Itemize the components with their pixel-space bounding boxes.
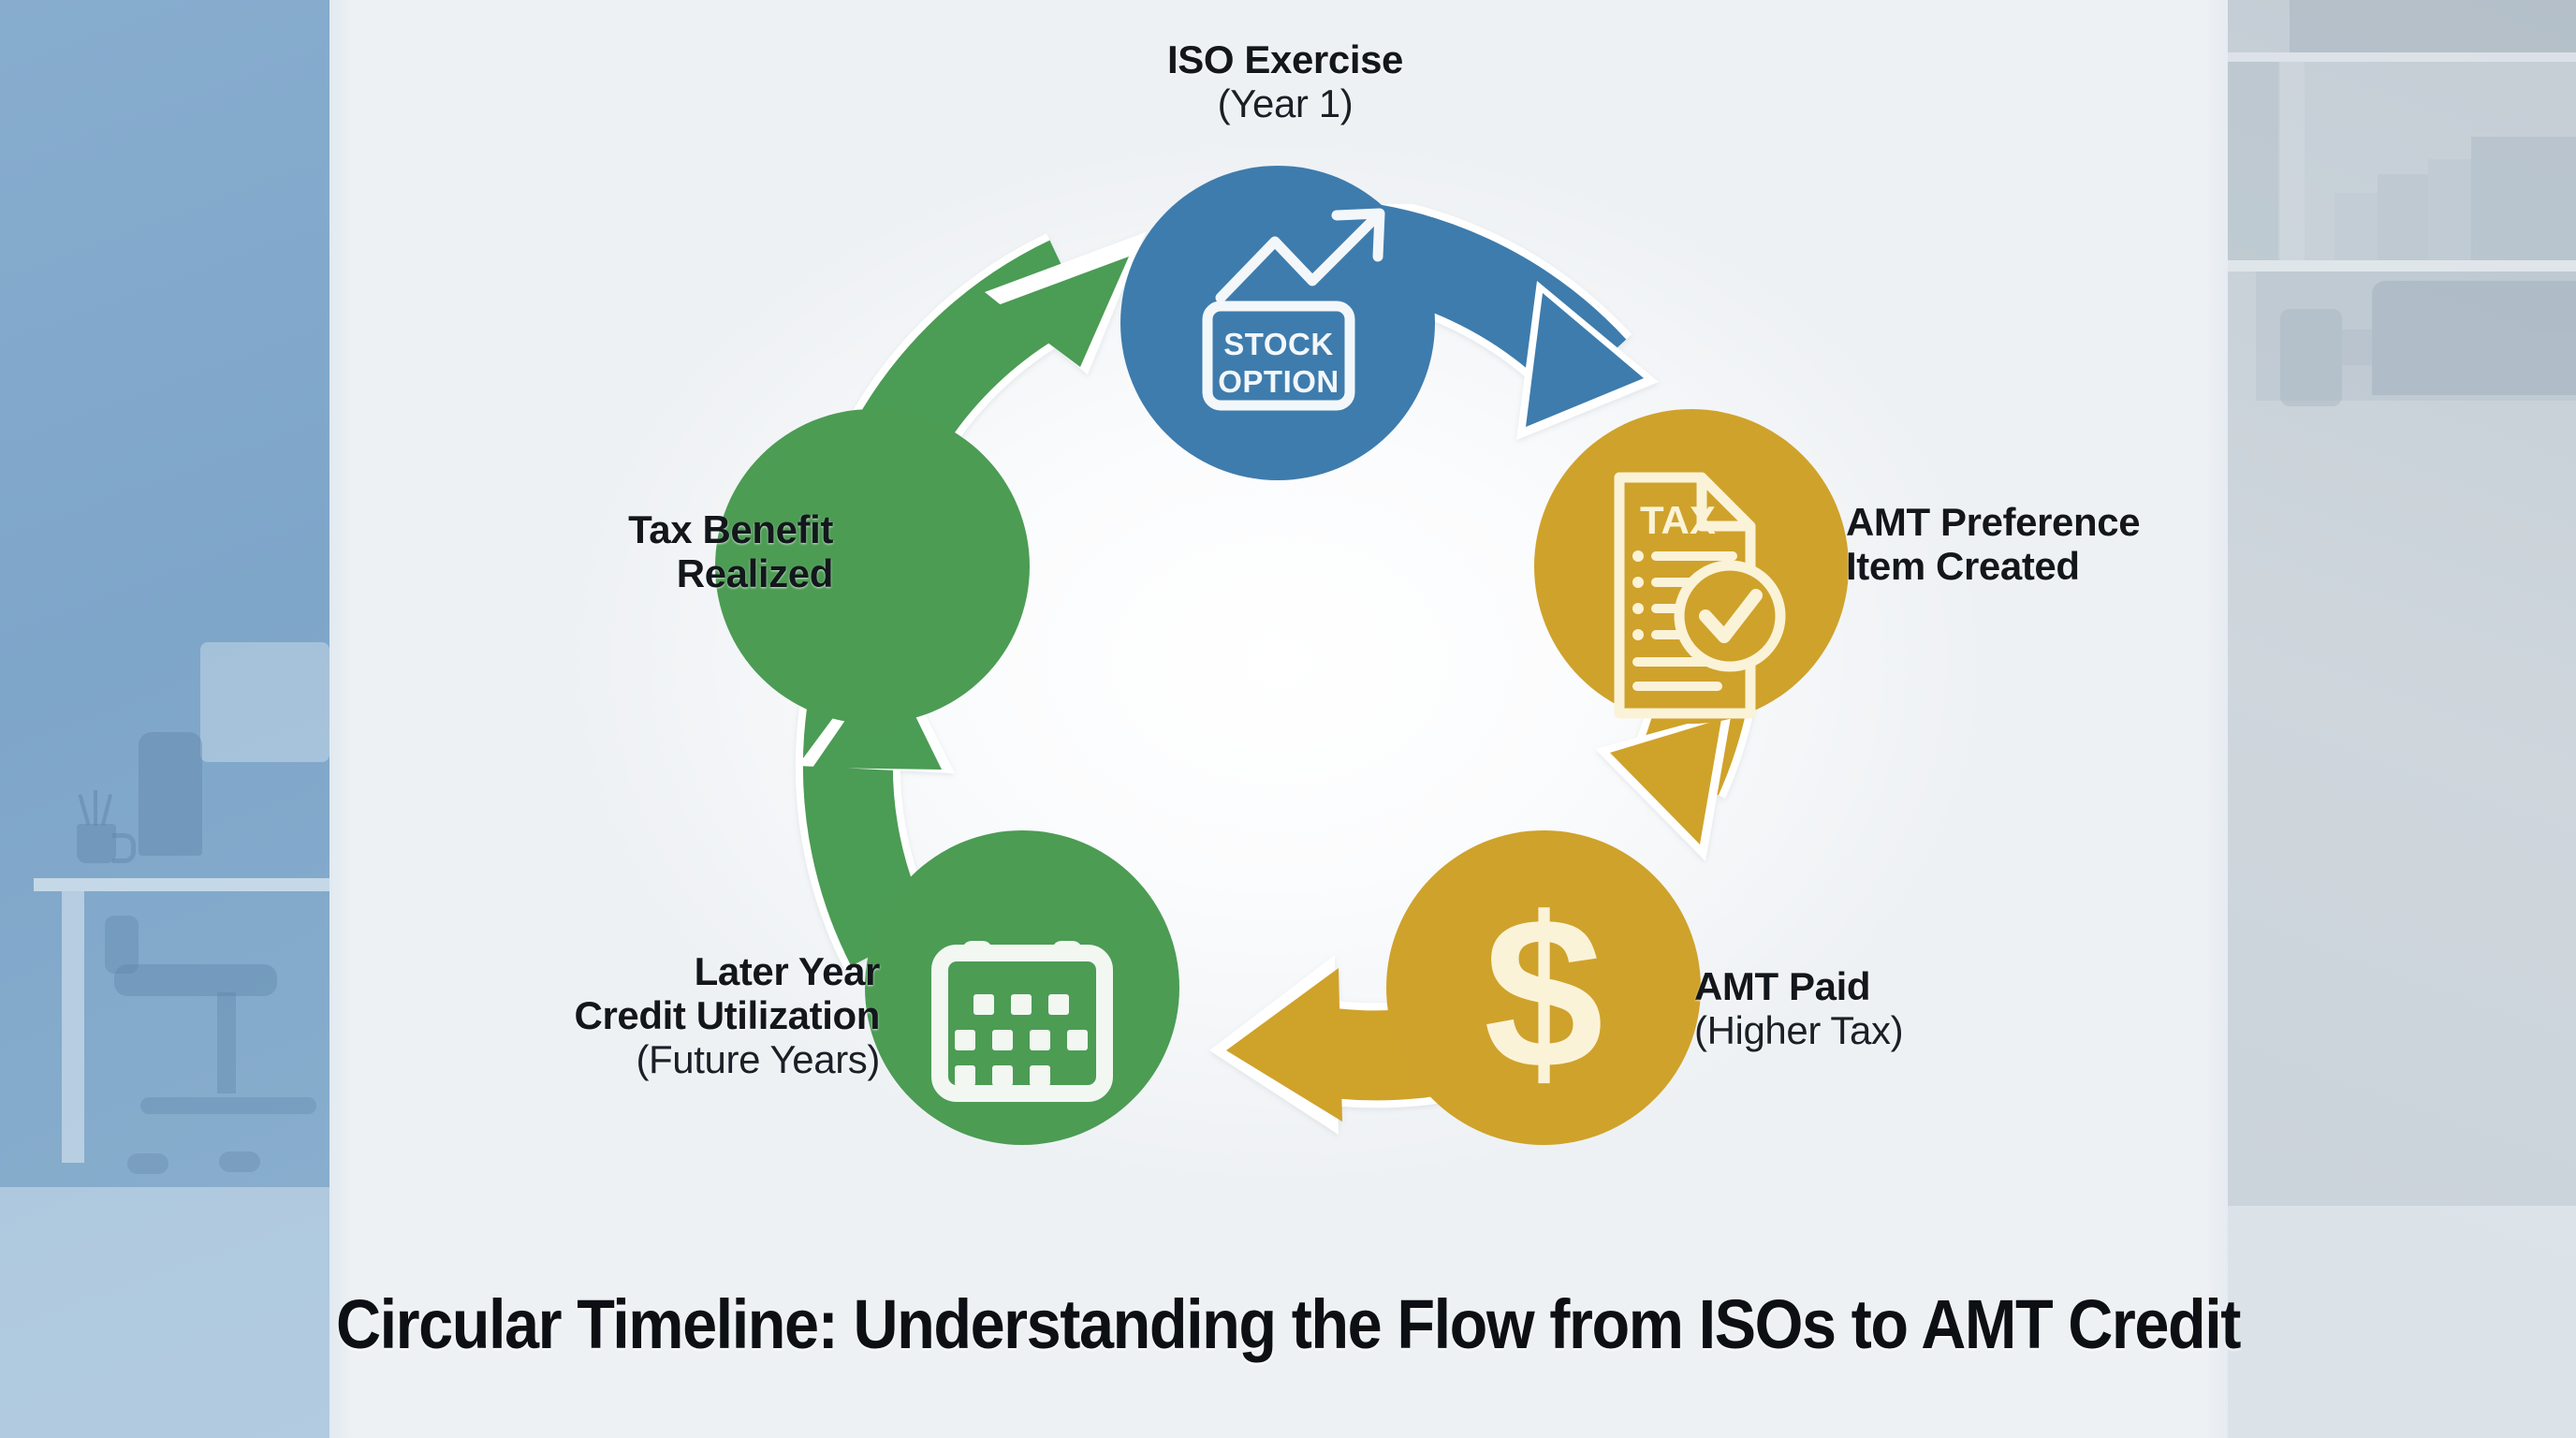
skyline-block-shape — [2378, 174, 2428, 260]
diagram-caption: Circular Timeline: Understanding the Flo… — [335, 1285, 2242, 1363]
chair-post-shape — [217, 992, 236, 1093]
chair-base-shape — [140, 1097, 316, 1114]
pen-shape — [94, 790, 97, 826]
label-later-year-credit-utilization: Later Year Credit Utilization (Future Ye… — [346, 949, 881, 1082]
floor-band-shape — [0, 1187, 329, 1438]
label-title-line2: Realized — [676, 551, 834, 596]
tax-label: TAX — [1640, 498, 1716, 542]
sofa-arm-shape — [2280, 309, 2342, 406]
shelf-divider-shape — [2228, 260, 2576, 271]
right-edge-blend — [2203, 0, 2228, 1438]
label-title: Tax Benefit — [628, 507, 833, 551]
desk-leg-shape — [62, 891, 84, 1163]
sofa-back-shape — [2372, 281, 2576, 395]
mug-shape — [77, 824, 116, 863]
chair-wheel-shape — [219, 1152, 260, 1172]
node-later-year-credit-utilization[interactable] — [865, 830, 1179, 1145]
shelf-top-shape — [2290, 0, 2576, 52]
sofa-seat-shape — [2342, 330, 2576, 365]
stock-option-chart-icon — [1202, 208, 1385, 411]
skyline-block-shape — [2428, 159, 2473, 260]
window-pane-shape — [2305, 62, 2576, 260]
label-title: AMT Paid — [1694, 964, 1871, 1008]
left-edge-blend — [329, 0, 354, 1438]
chair-wheel-shape — [127, 1153, 168, 1174]
background-right-office-scene — [2228, 0, 2576, 1438]
shelf-divider-shape — [2228, 52, 2576, 62]
label-title-line2: Credit Utilization — [574, 993, 881, 1038]
node-tax-benefit-realized[interactable] — [715, 409, 1030, 724]
label-title: Later Year — [694, 949, 881, 993]
floor-band-shape — [2228, 1206, 2576, 1438]
monitor-shape — [200, 642, 329, 762]
stock-label: STOCK — [1223, 327, 1333, 361]
wall-strip-shape — [2280, 62, 2305, 260]
chair-seat-shape — [114, 964, 277, 996]
label-subtitle: (Future Years) — [636, 1037, 880, 1082]
label-iso-exercise: ISO Exercise (Year 1) — [1065, 37, 1505, 125]
desk-top-shape — [34, 878, 329, 891]
label-subtitle: (Higher Tax) — [1694, 1008, 1904, 1053]
label-title: ISO Exercise — [1166, 37, 1404, 81]
skyline-block-shape — [2471, 137, 2576, 260]
node-iso-exercise[interactable]: STOCK OPTION — [1120, 166, 1435, 480]
chair-back-shape — [139, 732, 202, 856]
label-subtitle: (Year 1) — [1217, 81, 1354, 126]
wall-column-shape — [2228, 62, 2278, 260]
label-amt-preference-item: AMT Preference Item Created — [1846, 500, 2276, 588]
tax-document-check-icon: TAX — [1614, 472, 1786, 719]
label-tax-benefit-realized: Tax Benefit Realized — [356, 507, 833, 595]
node-amt-paid[interactable]: $ — [1386, 830, 1701, 1145]
chair-arm-shape — [105, 916, 139, 974]
label-title-line2: Item Created — [1846, 544, 2080, 589]
mug-handle-shape — [112, 833, 136, 863]
background-left-office-scene — [0, 0, 329, 1438]
circular-cycle-diagram: STOCK OPTION TAX — [329, 0, 2228, 1255]
label-title: AMT Preference — [1846, 500, 2141, 544]
pen-shape — [78, 794, 91, 826]
pen-shape — [100, 794, 113, 826]
wall-block-shape — [2256, 271, 2576, 401]
skyline-block-shape — [2334, 193, 2378, 260]
node-amt-preference-item[interactable]: TAX — [1534, 409, 1849, 724]
option-label: OPTION — [1218, 364, 1339, 399]
label-amt-paid: AMT Paid (Higher Tax) — [1694, 964, 2125, 1052]
dollar-sign-icon: $ — [1484, 873, 1603, 1113]
calendar-icon — [931, 941, 1113, 1102]
